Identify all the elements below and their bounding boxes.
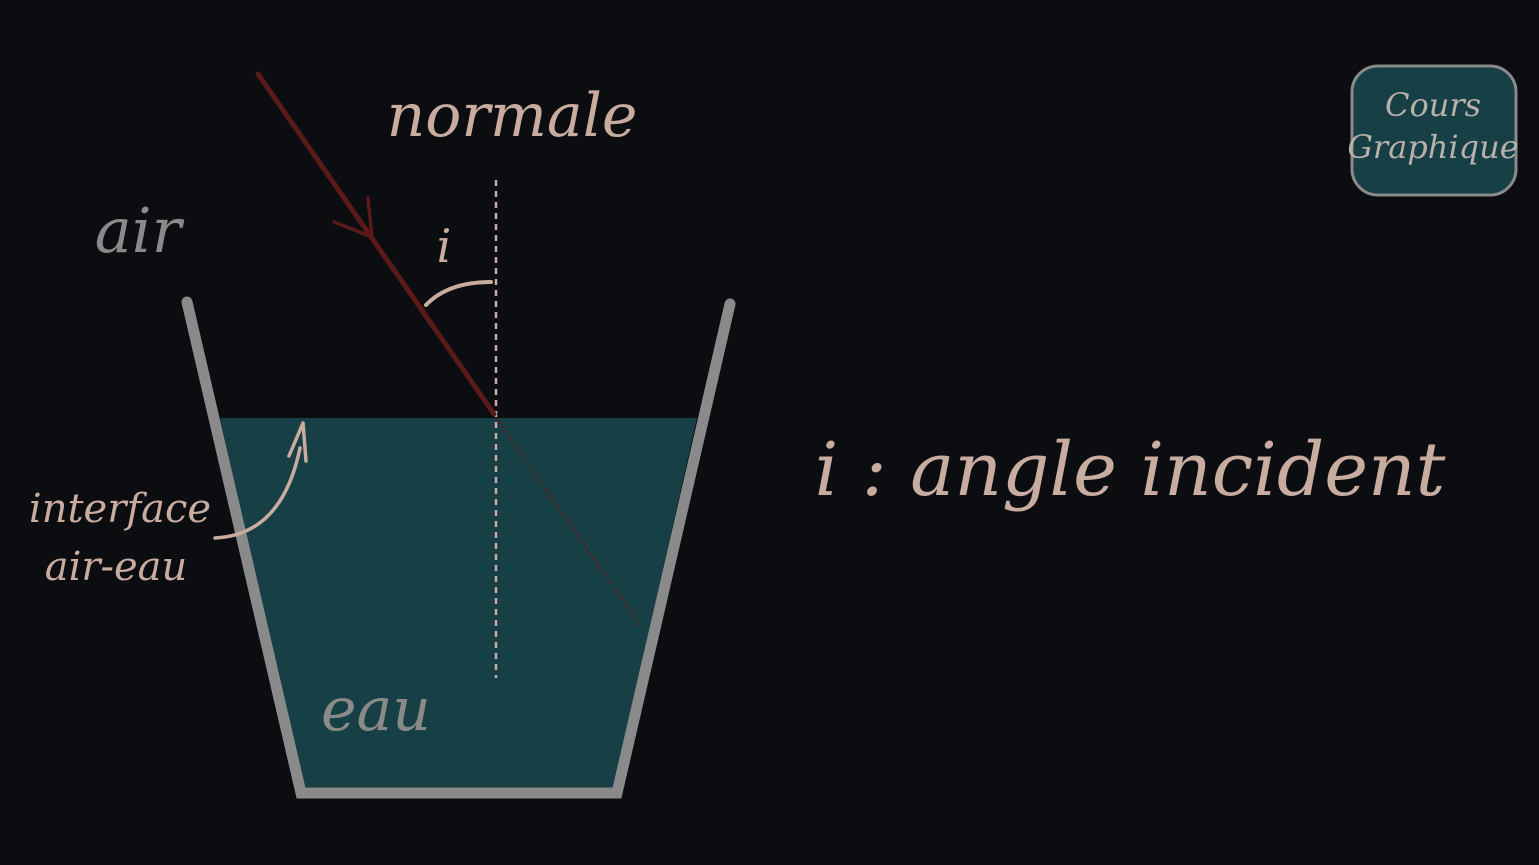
angle-symbol: i <box>437 219 452 273</box>
normale-label: normale <box>387 81 638 151</box>
logo-line1: Cours <box>1385 86 1481 124</box>
interface-arrow-head-icon <box>287 421 308 463</box>
water-body <box>220 418 697 790</box>
interface-arrow <box>213 446 302 540</box>
ray-arrow-icon <box>332 196 374 239</box>
eau-label: eau <box>321 675 431 745</box>
logo-badge <box>1350 64 1518 197</box>
interface-label-line2: air-eau <box>45 544 188 590</box>
glass-container <box>181 296 736 799</box>
incident-ray <box>255 71 497 417</box>
interface-label-line1: interface <box>29 486 211 532</box>
logo: Cours Graphique <box>1347 64 1519 197</box>
ray-continuation <box>494 417 642 626</box>
air-label: air <box>95 194 185 267</box>
logo-line2: Graphique <box>1347 128 1518 166</box>
angle-arc <box>424 280 493 307</box>
definition-text: i : angle incident <box>815 427 1446 513</box>
